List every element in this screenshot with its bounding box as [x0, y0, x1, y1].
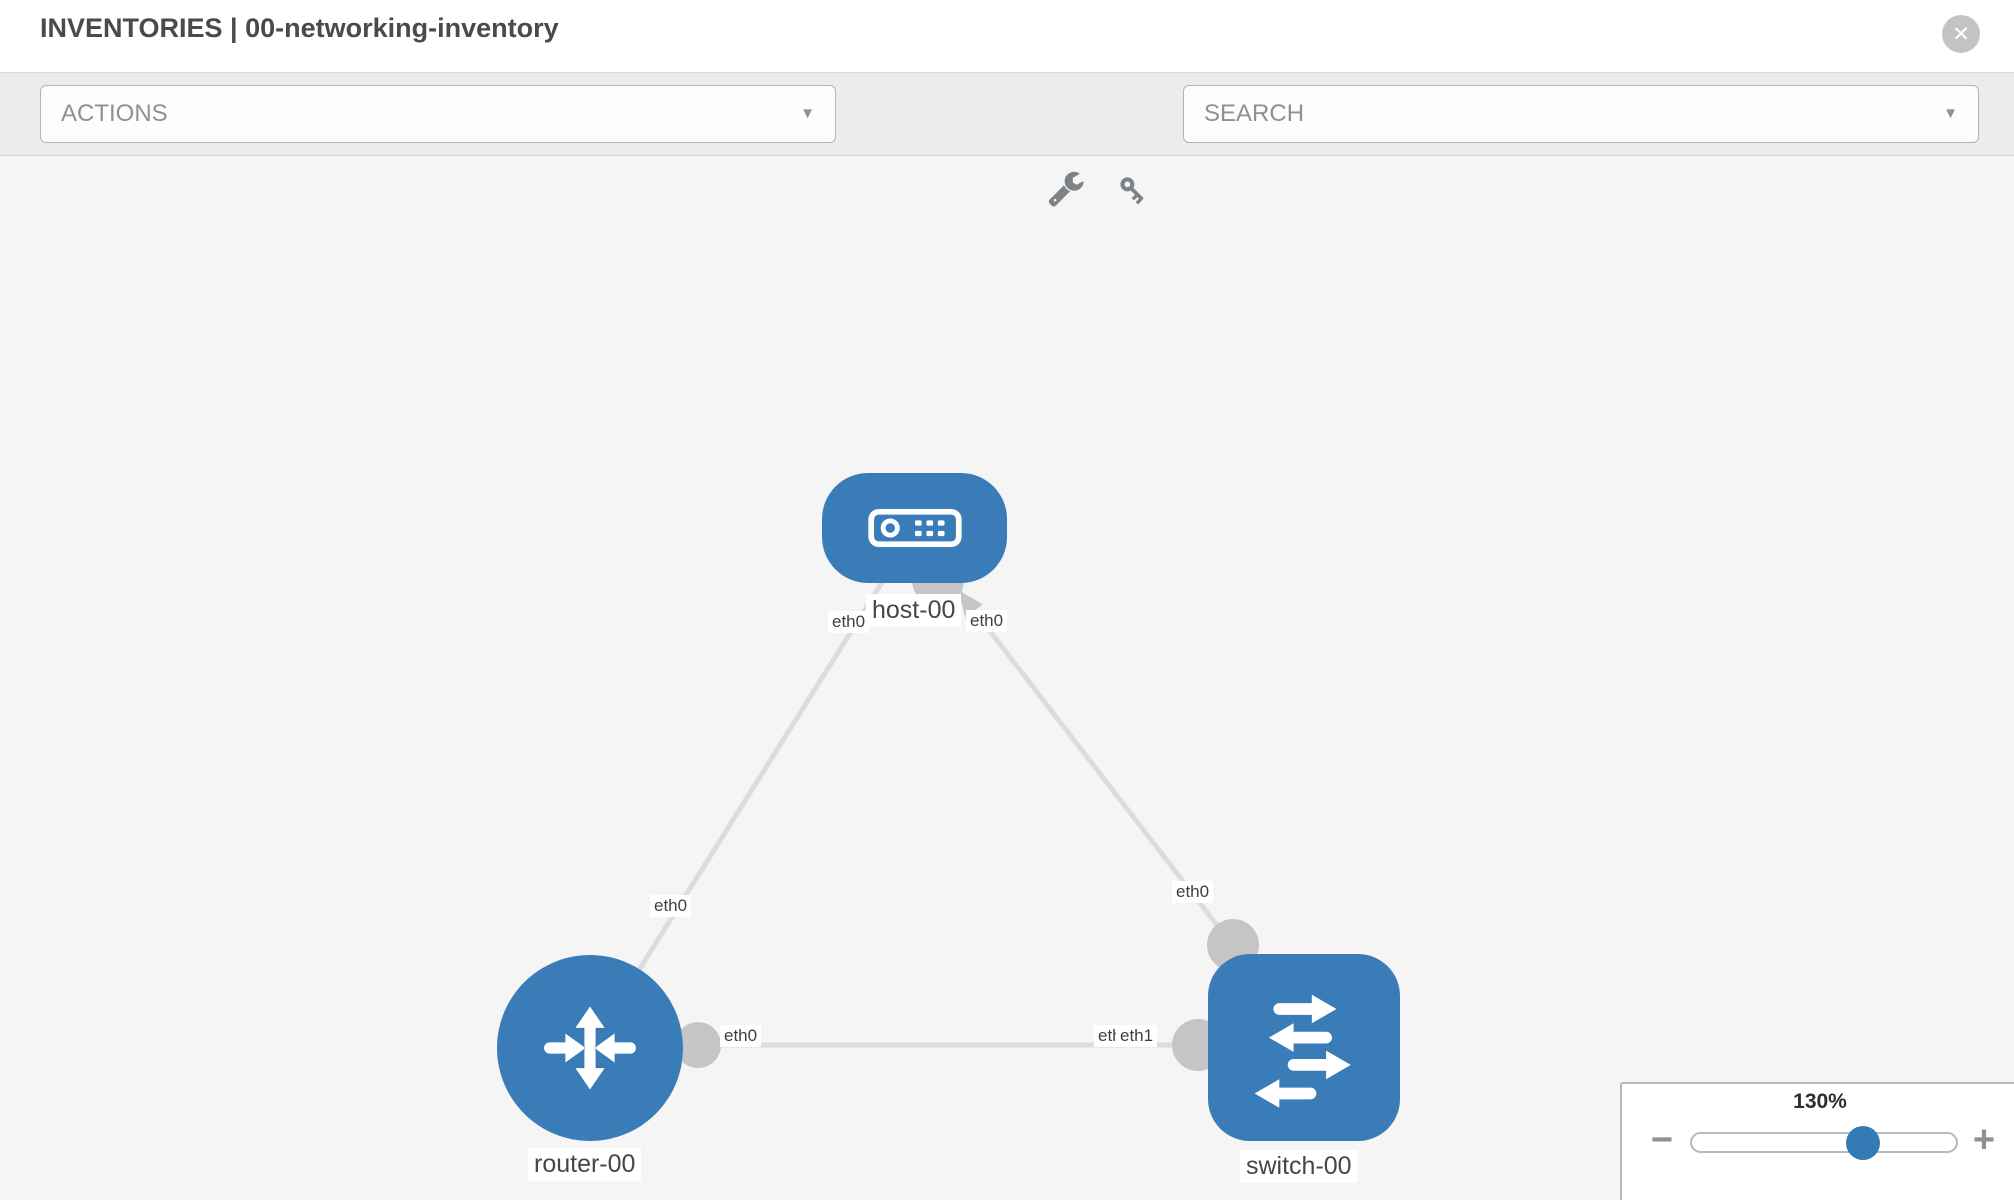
node-router-00[interactable]: [497, 955, 683, 1141]
zoom-in-button[interactable]: +: [1972, 1118, 1996, 1161]
iface-label-router-uplink: eth0: [650, 895, 692, 917]
zoom-slider-knob[interactable]: [1846, 1126, 1880, 1160]
iface-label-switch-uplink: eth0: [1172, 881, 1214, 903]
link-arrowhead-icon: [958, 590, 983, 618]
chevron-down-icon: ▼: [1943, 105, 1958, 122]
chevron-down-icon: ▼: [800, 105, 815, 122]
topology-canvas[interactable]: host-00 router-00 switch-00 eth0 eth0 et…: [0, 156, 2014, 1200]
host-icon: [867, 508, 962, 548]
search-input[interactable]: [1184, 86, 1978, 142]
close-icon[interactable]: ✕: [1942, 15, 1980, 53]
iface-label-switch-left: eth1: [1116, 1025, 1158, 1047]
zoom-slider-track[interactable]: [1690, 1132, 1958, 1153]
zoom-level-value: 130%: [1793, 1090, 1847, 1113]
zoom-out-button[interactable]: −: [1650, 1118, 1674, 1161]
switch-icon: [1254, 994, 1351, 1108]
page-title: INVENTORIES | 00-networking-inventory: [40, 13, 559, 43]
node-switch-00[interactable]: [1208, 954, 1400, 1141]
router-icon: [544, 1006, 636, 1090]
node-label-host: host-00: [866, 594, 962, 627]
node-label-switch: switch-00: [1240, 1150, 1358, 1183]
wrench-icon[interactable]: [1047, 169, 1085, 207]
node-label-router: router-00: [528, 1148, 642, 1181]
header-bar: INVENTORIES | 00-networking-inventory ✕: [0, 0, 2014, 72]
actions-dropdown[interactable]: ACTIONS ▼: [40, 85, 836, 143]
iface-label-host-left: eth0: [828, 611, 870, 633]
topology-links-layer: [587, 554, 1259, 1071]
iface-label-router-right: eth0: [720, 1025, 762, 1047]
link-endpoint-router: [675, 1022, 721, 1068]
key-icon[interactable]: [1114, 171, 1152, 209]
iface-label-host-right: eth0: [966, 610, 1008, 632]
search-dropdown[interactable]: ▼: [1183, 85, 1979, 143]
node-host-00[interactable]: [822, 473, 1007, 583]
toolbar: ACTIONS ▼ ▼: [0, 72, 2014, 207]
actions-dropdown-label: ACTIONS: [61, 100, 168, 127]
